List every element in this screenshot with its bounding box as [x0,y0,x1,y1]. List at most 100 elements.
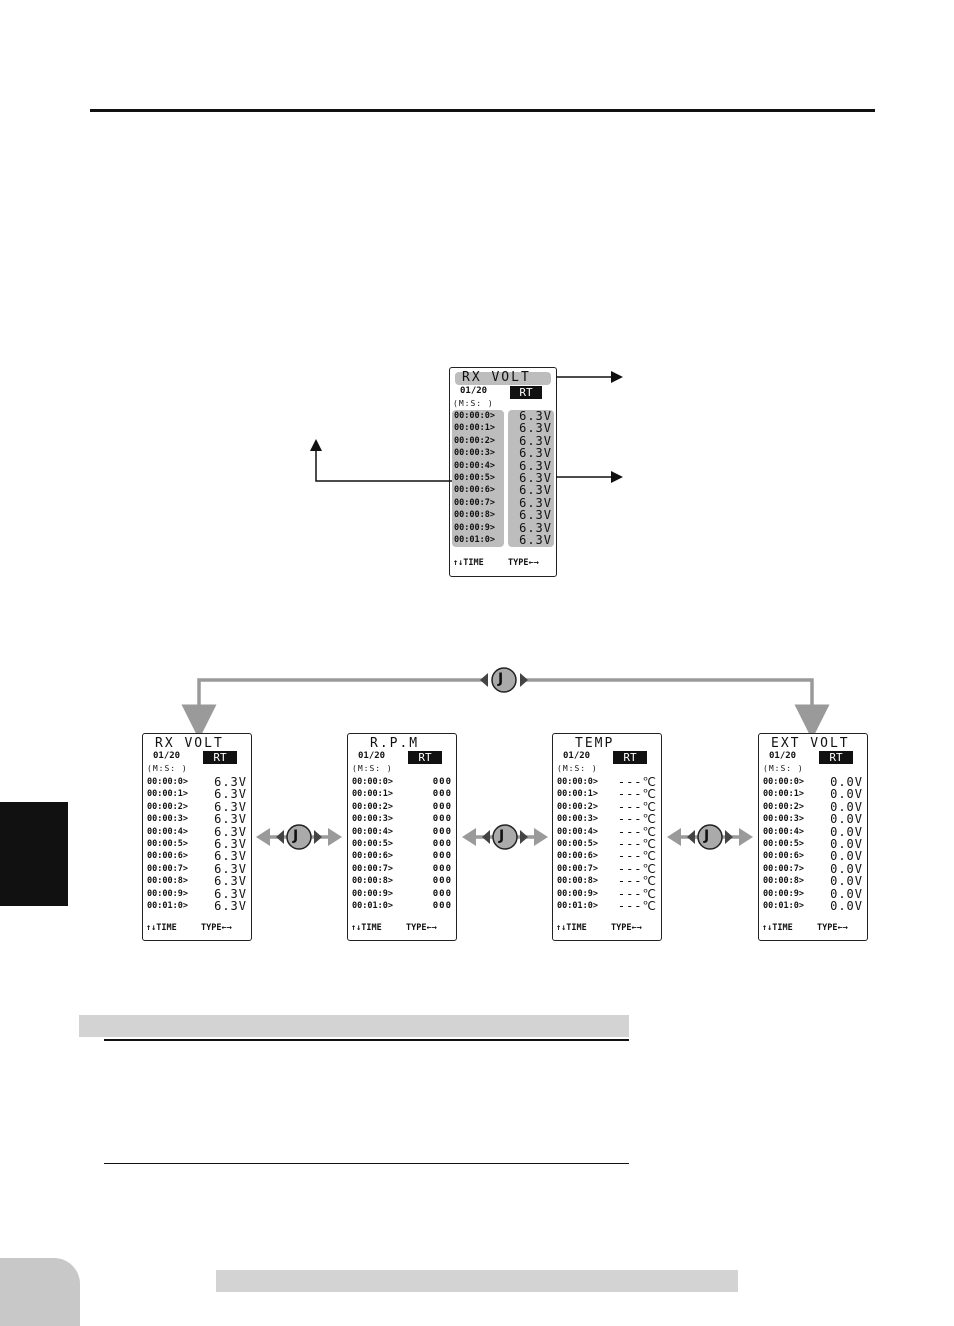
value-row: 6.3V [214,837,247,852]
footer-time-hint: ↑↓TIME [146,923,177,933]
footer-type-hint: TYPE←→ [611,923,642,933]
time-header: (M:S: ) [147,764,188,773]
time-row: 00:00:9> [557,888,598,899]
value-row: 6.3V [214,824,247,839]
jog-top-label: J [498,671,504,687]
time-row: 00:00:0> [763,777,804,787]
footer-time-hint: ↑↓TIME [762,923,793,933]
value-row: 6.3V [519,495,552,510]
value-row: 0.0V [830,837,863,852]
time-row: 00:00:2> [763,801,804,812]
time-row: 00:00:2> [147,801,188,812]
time-row: 00:00:3> [352,814,393,825]
time-row: 00:00:1> [763,789,804,800]
time-row: 00:00:8> [763,876,804,887]
value-row: 6.3V [214,787,247,802]
time-row: 00:00:9> [147,888,188,899]
time-row: 00:00:6> [763,851,804,862]
value-row: 0.0V [830,775,863,789]
time-list: 00:00:0>00:00:1>00:00:2>00:00:3>00:00:4>… [763,776,804,912]
time-header: (M:S: ) [763,764,804,773]
footer-type-hint: TYPE←→ [406,923,437,933]
jog-label-3: J [704,828,710,844]
time-row: 00:00:4> [763,826,804,837]
time-header: (M:S: ) [557,764,598,773]
time-row: 00:00:1> [352,789,393,800]
footer-type-hint: TYPE←→ [508,558,539,568]
value-row: ---℃ [617,787,657,802]
time-row: 00:00:8> [454,510,495,521]
page-counter: 01/20 [563,751,591,761]
rt-badge: RT [819,751,853,764]
value-row: 0.0V [830,849,863,864]
loop-left-arrow [181,678,484,740]
time-row: 00:00:2> [454,435,495,446]
value-row: 000 [432,851,452,862]
jog-label-2: J [499,828,505,844]
time-row: 00:00:7> [557,863,598,874]
time-row: 00:00:5> [763,839,804,850]
value-row: ---℃ [617,812,657,827]
value-row: 6.3V [214,775,247,789]
rt-badge: RT [408,751,442,764]
time-row: 00:00:9> [454,522,495,533]
value-row: 0.0V [830,899,863,914]
value-row: 6.3V [214,861,247,876]
note-header-bar [79,1015,629,1037]
value-row: 6.3V [519,433,552,448]
time-row: 00:00:3> [147,814,188,825]
page-counter: 01/20 [358,751,386,761]
value-row: 000 [432,839,452,850]
time-row: 00:00:5> [557,839,598,850]
value-row: 6.3V [214,886,247,901]
value-row: 6.3V [214,799,247,814]
time-row: 00:00:1> [557,789,598,800]
value-row: 6.3V [214,812,247,827]
value-row: 000 [432,876,452,887]
time-header: (M:S: ) [352,764,393,773]
value-row: 000 [432,901,452,912]
value-row: 0.0V [830,799,863,814]
note-top-rule [104,1039,629,1041]
time-list: 00:00:0>00:00:1>00:00:2>00:00:3>00:00:4>… [557,776,598,912]
section-side-tab [0,802,68,906]
time-row: 00:00:3> [557,814,598,825]
time-row: 00:00:6> [557,851,598,862]
value-list: ---℃---℃---℃---℃---℃---℃---℃---℃---℃---℃… [611,776,657,913]
time-row: 00:00:7> [454,497,495,508]
value-row: 6.3V [519,533,552,548]
time-row: 00:00:1> [147,789,188,800]
time-header: (M:S: ) [453,399,494,408]
jog-label-1: J [293,828,299,844]
note-bottom-rule [104,1163,629,1164]
time-row: 00:00:8> [147,876,188,887]
value-row: 6.3V [214,899,247,914]
value-row: 000 [432,814,452,825]
time-callout-arrow [310,439,452,482]
time-row: 00:00:4> [557,826,598,837]
value-row: 0.0V [830,812,863,827]
value-row: ---℃ [617,824,657,839]
value-row: 6.3V [519,471,552,486]
value-row: 000 [432,888,452,899]
value-row: 6.3V [519,520,552,535]
loop-right-arrow [524,678,830,740]
screen-title: R.P.M [370,736,420,751]
page-counter: 01/20 [153,751,181,761]
value-column-highlight [508,410,554,547]
time-row: 00:01:0> [557,901,598,912]
screen-cycle-connectors [181,667,830,850]
main-lcd-screen: RX VOLT 01/20 RT (M:S: ) 00:00:0>00:00:1… [449,367,557,577]
value-row: 000 [432,863,452,874]
value-row: 0.0V [830,886,863,901]
time-row: 00:01:0> [147,901,188,912]
time-row: 00:00:0> [352,777,393,787]
time-row: 00:00:0> [147,777,188,787]
value-row: ---℃ [617,849,657,864]
time-row: 00:00:7> [147,863,188,874]
value-row: 000 [432,826,452,837]
footer-time-hint: ↑↓TIME [351,923,382,933]
